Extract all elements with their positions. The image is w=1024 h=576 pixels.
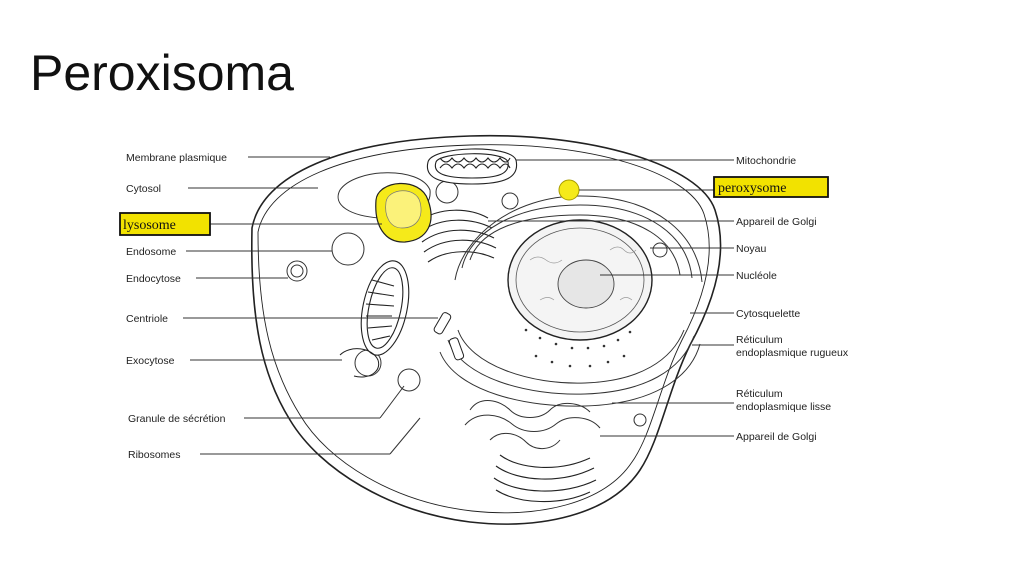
label-peroxysome: peroxysome bbox=[718, 181, 786, 196]
label-exocytose: Exocytose bbox=[126, 355, 175, 367]
peroxisome-organelle bbox=[558, 179, 580, 201]
slide-title: Peroxisoma bbox=[30, 45, 294, 101]
label-cytosquelette: Cytosquelette bbox=[736, 308, 800, 320]
centrioles bbox=[433, 312, 465, 361]
left-labels: Membrane plasmique Cytosol lysosome Endo… bbox=[119, 152, 227, 461]
mitochondrion-top bbox=[426, 148, 518, 185]
exocytosis-pocket bbox=[339, 348, 380, 378]
label-membrane-plasmique: Membrane plasmique bbox=[126, 152, 227, 164]
cell-membrane bbox=[250, 134, 722, 525]
label-rer-line2: endoplasmique rugueux bbox=[736, 347, 849, 359]
right-labels: Mitochondrie peroxysome Appareil de Golg… bbox=[713, 155, 849, 443]
lysosome-organelle bbox=[375, 182, 432, 243]
lysosome-highlight-box bbox=[119, 212, 211, 236]
rough-er bbox=[439, 195, 703, 407]
label-golgi-top: Appareil de Golgi bbox=[736, 216, 817, 228]
peroxysome-highlight-box bbox=[713, 176, 829, 198]
label-centriole: Centriole bbox=[126, 313, 168, 325]
label-nucleole: Nucléole bbox=[736, 270, 777, 282]
label-lysosome: lysosome bbox=[123, 218, 176, 233]
label-endocytose: Endocytose bbox=[126, 273, 181, 285]
label-rel-line1: Réticulum bbox=[736, 388, 783, 400]
mitochondrion-left bbox=[360, 260, 410, 356]
golgi-bottom bbox=[493, 454, 597, 503]
vesicles bbox=[286, 180, 668, 427]
nucleolus bbox=[557, 259, 615, 309]
label-rer-line1: Réticulum bbox=[736, 334, 783, 346]
label-rel-line2: endoplasmique lisse bbox=[736, 401, 831, 413]
smooth-er bbox=[464, 400, 601, 449]
label-ribosomes: Ribosomes bbox=[128, 449, 181, 461]
label-mitochondrie: Mitochondrie bbox=[736, 155, 796, 167]
label-endosome: Endosome bbox=[126, 246, 176, 258]
leader-lines bbox=[183, 156, 734, 455]
label-cytosol: Cytosol bbox=[126, 183, 161, 195]
label-noyau: Noyau bbox=[736, 243, 767, 255]
nucleus bbox=[507, 219, 653, 341]
label-golgi-bottom: Appareil de Golgi bbox=[736, 431, 817, 443]
label-granule: Granule de sécrétion bbox=[128, 413, 226, 425]
